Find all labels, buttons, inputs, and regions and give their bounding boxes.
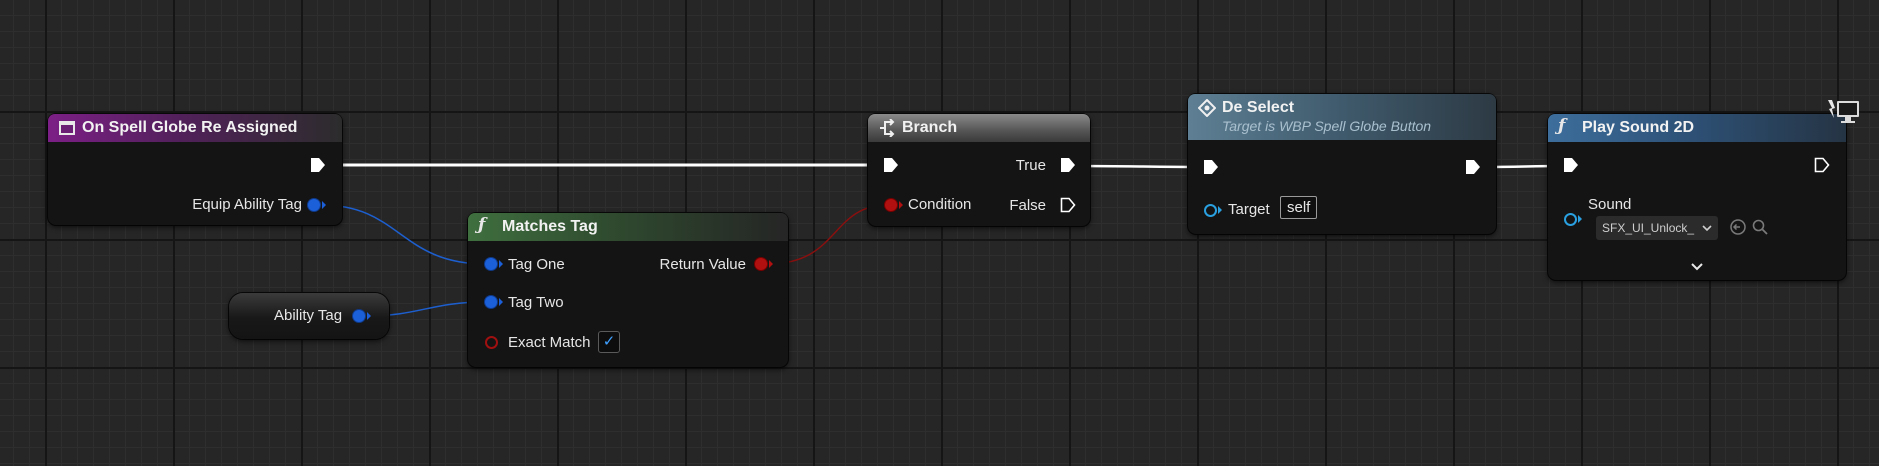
condition-label: Condition	[908, 196, 972, 213]
event-node-header[interactable]: On Spell Globe Re Assigned	[48, 114, 342, 142]
true-exec-out-pin[interactable]	[1060, 157, 1076, 173]
play-sound-title: Play Sound 2D	[1582, 119, 1695, 136]
play-sound-header[interactable]: ƒ Play Sound 2D	[1548, 114, 1846, 142]
branch-icon	[880, 119, 895, 137]
ability-tag-out-pin[interactable]	[353, 310, 365, 322]
deselect-header[interactable]: De Select Target is WBP Spell Globe Butt…	[1188, 94, 1496, 140]
deselect-node[interactable]: De Select Target is WBP Spell Globe Butt…	[1188, 94, 1496, 234]
condition-pin[interactable]	[885, 199, 897, 211]
expand-advanced-chevron-icon[interactable]	[1690, 262, 1704, 272]
target-pin[interactable]	[1204, 204, 1217, 217]
deselect-title: De Select	[1222, 99, 1295, 116]
play-sound-exec-in-pin[interactable]	[1563, 157, 1579, 173]
ability-tag-pin-arrow	[367, 312, 371, 320]
tag-two-pin[interactable]	[485, 296, 497, 308]
target-self-field[interactable]: self	[1280, 196, 1318, 219]
tag-one-label: Tag One	[508, 256, 565, 273]
sound-label: Sound	[1588, 196, 1632, 213]
sound-pin-arrow	[1578, 215, 1582, 223]
target-label: Target	[1228, 201, 1270, 218]
exact-match-pin[interactable]	[485, 336, 498, 349]
equip-pin-arrow	[322, 201, 326, 209]
function-icon: ƒ	[478, 215, 486, 235]
equip-ability-tag-label: Equip Ability Tag	[192, 196, 302, 213]
matches-tag-header[interactable]: ƒ Matches Tag	[468, 213, 788, 241]
play-sound-2d-node[interactable]: ƒ Play Sound 2D Sound SFX_UI_Unlock_	[1548, 114, 1846, 280]
exec-wire-branch-to-deselect	[1077, 164, 1207, 169]
deselect-exec-out-pin[interactable]	[1465, 159, 1481, 175]
condition-pin-arrow	[899, 201, 903, 209]
sound-asset-dropdown[interactable]: SFX_UI_Unlock_	[1596, 216, 1718, 240]
branch-node[interactable]: Branch Condition True False	[868, 114, 1090, 226]
matches-tag-title: Matches Tag	[502, 218, 598, 235]
deselect-subtitle: Target is WBP Spell Globe Button	[1222, 118, 1432, 134]
event-node-on-spell-globe-re-assigned[interactable]: On Spell Globe Re Assigned Equip Ability…	[48, 114, 342, 225]
monitor-icon	[1828, 100, 1859, 123]
event-exec-out-pin[interactable]	[310, 157, 326, 173]
tag-one-pin-arrow	[499, 260, 503, 268]
equip-ability-tag-pin[interactable]	[308, 199, 320, 211]
event-node-title: On Spell Globe Re Assigned	[82, 119, 298, 136]
false-label: False	[1009, 197, 1046, 214]
tag-wire-equip-to-tagone	[321, 204, 487, 265]
branch-header[interactable]: Branch	[868, 114, 1090, 142]
ability-tag-variable-node[interactable]: Ability Tag	[229, 293, 389, 339]
branch-title: Branch	[902, 119, 958, 136]
deselect-exec-in-pin[interactable]	[1203, 159, 1219, 175]
return-value-label: Return Value	[659, 256, 746, 273]
exact-match-label: Exact Match	[508, 334, 591, 351]
branch-exec-in-pin[interactable]	[883, 157, 899, 173]
chevron-down-icon	[1702, 225, 1712, 232]
target-pin-arrow	[1218, 206, 1222, 214]
play-sound-exec-out-pin[interactable]	[1814, 157, 1830, 173]
browse-search-icon[interactable]	[1751, 218, 1769, 236]
event-icon	[59, 121, 75, 135]
function-icon: ƒ	[1558, 116, 1566, 136]
tag-one-pin[interactable]	[485, 258, 497, 270]
use-selected-asset-icon[interactable]	[1729, 218, 1747, 236]
tag-two-label: Tag Two	[508, 294, 564, 311]
return-value-pin-arrow	[769, 260, 773, 268]
ability-tag-label: Ability Tag	[274, 307, 343, 324]
sound-asset-value: SFX_UI_Unlock_	[1602, 221, 1695, 235]
exact-match-checkbox[interactable]: ✓	[598, 331, 620, 353]
sound-pin[interactable]	[1564, 213, 1577, 226]
true-label: True	[1015, 157, 1046, 174]
matches-tag-node[interactable]: ƒ Matches Tag Tag One Tag Two Exact Matc…	[468, 213, 788, 367]
diamond-icon	[1198, 99, 1216, 117]
return-value-pin[interactable]	[755, 258, 767, 270]
tag-two-pin-arrow	[499, 298, 503, 306]
false-exec-out-pin[interactable]	[1060, 197, 1076, 213]
